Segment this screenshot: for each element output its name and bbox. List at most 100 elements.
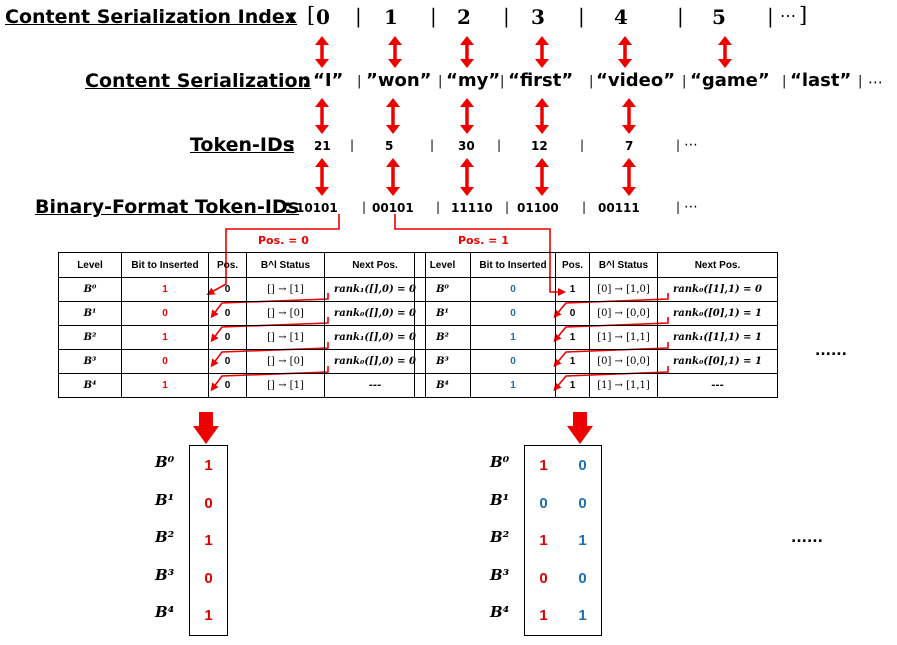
token-ids-label: Token-IDs <box>190 134 295 156</box>
serialization-token: “first” <box>508 70 574 91</box>
level-cell: B³ <box>58 349 122 374</box>
bitvector-bit: 1 <box>204 457 213 474</box>
level-cell: B¹ <box>414 301 471 326</box>
pos-label-1: Pos. = 1 <box>458 234 509 247</box>
bitvector-bit: 1 <box>578 607 587 624</box>
bitvector-box-0 <box>189 445 228 636</box>
pos-cell: 0 <box>208 301 247 326</box>
status-cell: [] → [1] <box>246 373 325 398</box>
next-pos-cell: rank₀([1],1) = 0 <box>657 277 778 302</box>
bitvector-bit: 1 <box>539 532 548 549</box>
serialization-token: “last” <box>790 70 852 91</box>
bitvector-level-label: B³ <box>490 565 510 584</box>
double-arrow <box>718 36 732 68</box>
status-cell: [1] → [1,1] <box>589 325 658 350</box>
bitvector-box-1 <box>524 445 602 636</box>
double-arrow <box>460 36 474 68</box>
bitvector-level-label: B⁴ <box>490 603 510 621</box>
level-cell: B⁴ <box>58 373 122 398</box>
table-header: Pos. <box>208 252 247 278</box>
next-pos-cell: rank₁([],0) = 0 <box>324 277 426 302</box>
bit-cell: 1 <box>121 277 209 302</box>
pos-cell: 1 <box>555 349 590 374</box>
bitvector-bit: 0 <box>578 457 587 474</box>
double-arrow <box>622 158 636 196</box>
bit-cell: 0 <box>121 349 209 374</box>
double-arrow <box>386 98 400 134</box>
pos-cell: 1 <box>555 325 590 350</box>
pos-cell: 0 <box>208 373 247 398</box>
status-cell: [] → [0] <box>246 349 325 374</box>
table-header: B^l Status <box>246 252 325 278</box>
level-cell: B⁴ <box>414 373 471 398</box>
bit-cell: 0 <box>470 301 556 326</box>
status-cell: [1] → [1,1] <box>589 373 658 398</box>
table-header: Pos. <box>555 252 590 278</box>
index-value: 2 <box>457 5 471 29</box>
table-header: Bit to Inserted <box>121 252 209 278</box>
serialization-token: “game” <box>690 70 770 91</box>
next-pos-cell: rank₀([0],1) = 1 <box>657 349 778 374</box>
next-pos-cell: rank₀([],0) = 0 <box>324 349 426 374</box>
table-header: Next Pos. <box>324 252 426 278</box>
token-id: 30 <box>458 139 475 153</box>
status-cell: [] → [1] <box>246 325 325 350</box>
bit-cell: 1 <box>121 325 209 350</box>
bit-cell: 1 <box>470 373 556 398</box>
index-value: 3 <box>531 5 545 29</box>
index-value: 1 <box>384 5 398 29</box>
next-pos-cell: rank₀([0],1) = 1 <box>657 301 778 326</box>
binary-token-id: 11110 <box>451 201 493 215</box>
next-pos-cell: rank₁([],0) = 0 <box>324 325 426 350</box>
serialization-row-label: Content Serialization <box>85 70 312 92</box>
down-arrow <box>193 412 219 444</box>
level-cell: B⁰ <box>58 277 122 302</box>
pos-cell: 1 <box>555 277 590 302</box>
serialization-token: “I” <box>313 70 344 91</box>
pos-cell: 0 <box>555 301 590 326</box>
double-arrow <box>460 158 474 196</box>
pos-cell: 0 <box>208 349 247 374</box>
next-pos-cell: rank₁([1],1) = 1 <box>657 325 778 350</box>
status-cell: [0] → [0,0] <box>589 349 658 374</box>
bitvector-bit: 1 <box>539 457 548 474</box>
binary-token-id: 01100 <box>517 201 559 215</box>
token-id: 7 <box>625 139 634 153</box>
bitvector-bit: 1 <box>204 532 213 549</box>
serialization-token: ”won” <box>366 70 432 91</box>
bitvector-level-label: B⁰ <box>155 453 175 471</box>
bitvector-bit: 0 <box>578 569 587 587</box>
bitvector-bit: 1 <box>578 532 587 549</box>
bitvector-level-label: B² <box>155 528 175 546</box>
level-cell: B² <box>58 325 122 350</box>
bitvector-bit: 0 <box>204 494 213 512</box>
token-id: 21 <box>314 139 331 153</box>
index-value: 4 <box>614 5 628 29</box>
bitvector-level-label: B¹ <box>490 490 510 509</box>
big-down-arrows <box>193 412 593 444</box>
binary-token-id: 00101 <box>372 201 414 215</box>
bitvector-level-label: B¹ <box>155 490 175 509</box>
continuation-dots-bitvectors: ...... <box>791 530 823 546</box>
status-cell: [] → [0] <box>246 301 325 326</box>
token-id: 5 <box>385 139 394 153</box>
serialization-token: “my” <box>446 70 501 91</box>
double-arrow <box>535 158 549 196</box>
binary-token-id: 10101 <box>296 201 338 215</box>
table-header: Level <box>58 252 122 278</box>
bitvector-bit: 0 <box>204 569 213 587</box>
bit-cell: 0 <box>470 277 556 302</box>
index-row-label: Content Serialization Index <box>5 6 298 28</box>
double-arrow <box>386 158 400 196</box>
bit-cell: 1 <box>121 373 209 398</box>
double-arrow <box>315 158 329 196</box>
double-arrow <box>618 36 632 68</box>
bitvector-level-label: B⁰ <box>490 453 510 471</box>
